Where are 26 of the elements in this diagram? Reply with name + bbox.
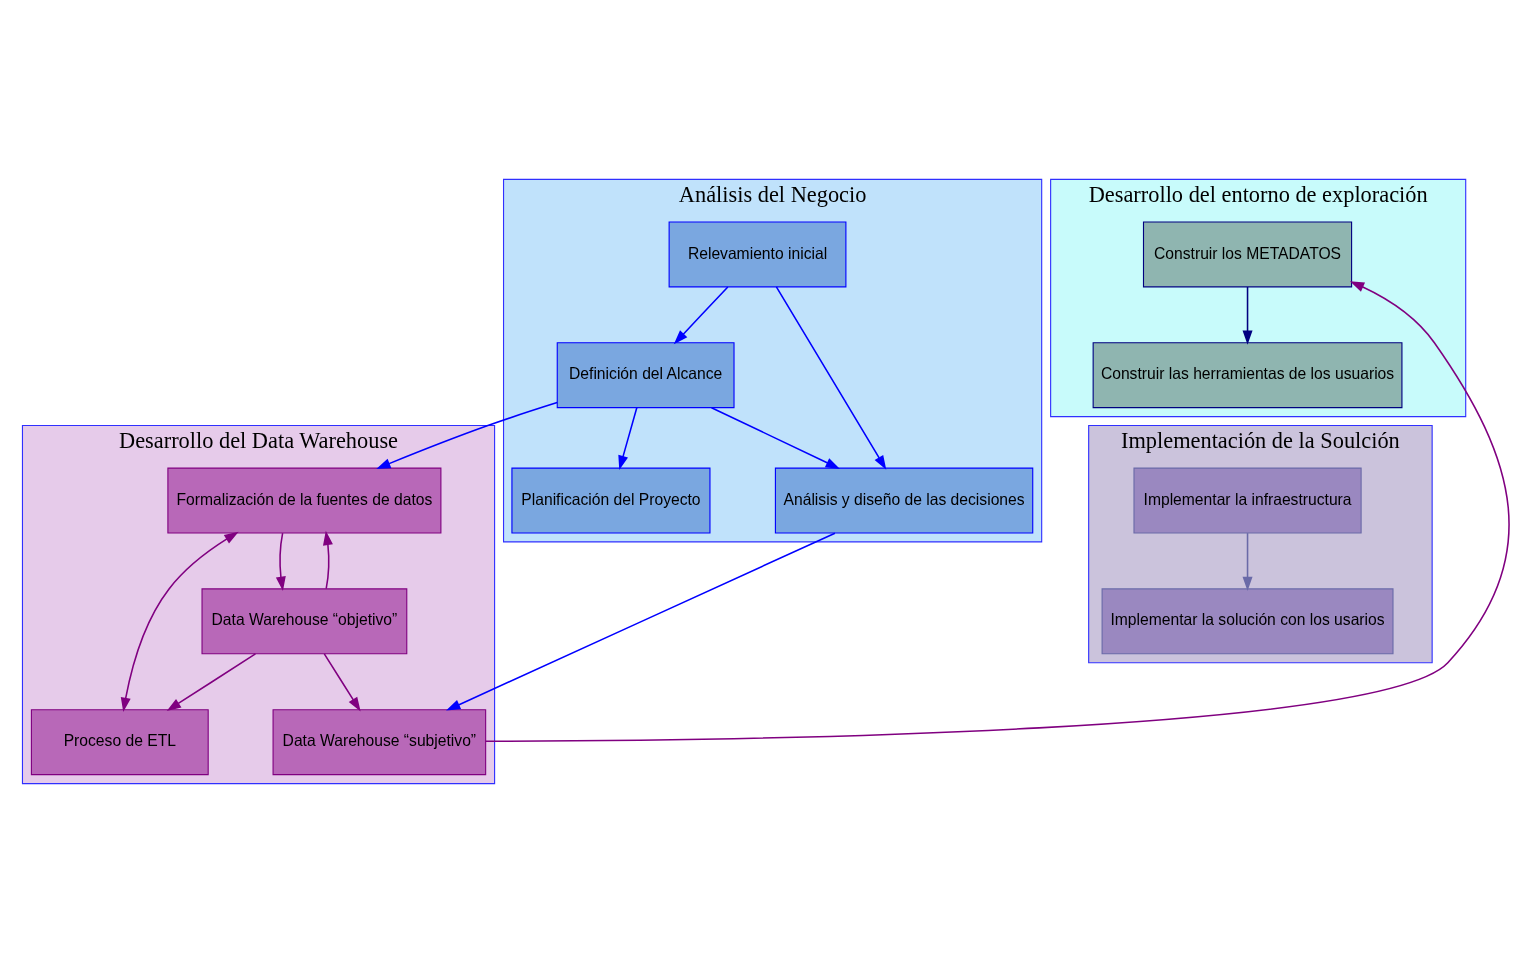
arrow [673,286,729,345]
node-box: Proceso de ETL [30,709,209,776]
arrow [1242,532,1253,591]
arrow [710,406,840,469]
node-box: Definición del Alcance [556,342,735,409]
arrow [445,532,836,711]
node-box: Data Warehouse “objetivo” [200,588,407,655]
node-box: Implementar la solución con los usarios [1101,588,1394,655]
node-box: Construir los METADATOS [1142,221,1352,288]
node-box: Data Warehouse “subjetivo” [272,709,486,776]
arrow [617,406,638,470]
arrow [166,653,256,711]
node-box: Construir las herramientas de los usuarios [1092,342,1402,409]
node-box: Relevamiento inicial [668,221,846,288]
node-box: Planificación del Proyecto [510,467,710,534]
arrow [323,653,361,712]
arrow [484,281,1510,743]
arrow [1242,286,1253,345]
arrow [120,531,239,712]
node-box: Análisis y diseño de las decisiones [774,467,1033,534]
arrow [375,401,558,469]
node-box: Formalización de la fuentes de datos [166,467,441,534]
node-box: Implementar la infraestructura [1132,467,1362,534]
arrow [775,286,886,470]
arrow [275,532,286,591]
arrow [322,530,333,590]
